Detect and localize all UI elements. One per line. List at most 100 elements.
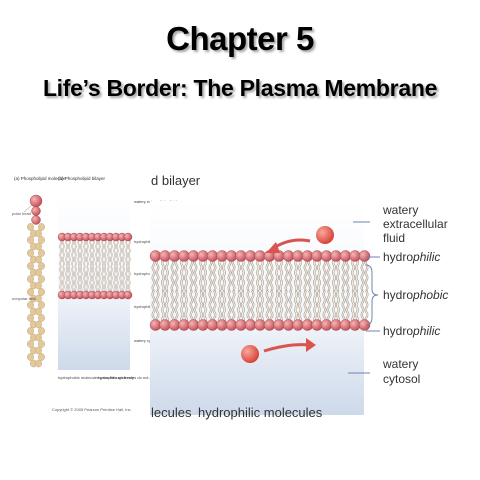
small-lipid-tail-highlight: [77, 266, 80, 293]
small-lipid-tail-highlight: [68, 266, 71, 293]
single-lipid-tail-segment: [27, 327, 34, 335]
large-lipid-tail-highlight: [228, 258, 231, 291]
large-lipid-tail-highlight: [165, 258, 169, 291]
small-lipid-tail-highlight: [74, 266, 77, 293]
single-lipid-tail-segment: [38, 327, 45, 335]
label-hydrophilic-top-prefix: hydro: [383, 250, 413, 264]
large-lipid-tail-highlight: [203, 258, 207, 291]
large-lipid-tail-highlight: [184, 258, 188, 291]
large-lipid-tail-highlight: [152, 290, 155, 323]
polar-head-label: polar head: [12, 211, 31, 216]
large-lipid-tail-highlight: [184, 290, 188, 323]
bottom-left-label: lecules: [151, 405, 192, 420]
small-lipid-tail-highlight: [62, 266, 65, 293]
small-lipid-tail-highlight: [80, 266, 83, 293]
single-lipid-tail-segment: [35, 359, 42, 368]
large-lipid-tail-highlight: [175, 258, 178, 291]
large-lipid-tail-highlight: [194, 258, 197, 291]
large-lipid-tail-highlight: [361, 258, 364, 291]
large-lipid-tail-highlight: [237, 258, 241, 291]
large-lipid-tail-highlight: [175, 290, 178, 323]
panel-b-label: (b) Phospholipid bilayer: [58, 176, 106, 181]
large-lipid-tail-highlight: [194, 290, 197, 323]
large-lipid-tail-highlight: [165, 290, 169, 323]
single-lipid-tail-segment: [35, 307, 42, 316]
large-lipid-tail-highlight: [327, 290, 330, 323]
single-lipid-tail-segment: [35, 255, 42, 264]
label-hydrophilic-bottom: hydrophilic: [383, 324, 440, 338]
large-lipid-tail-highlight: [313, 258, 317, 291]
small-lipid-tail-highlight: [119, 239, 122, 266]
large-lipid-tail-highlight: [171, 258, 174, 291]
large-lipid-tail-highlight: [317, 290, 321, 323]
large-lipid-tail-highlight: [355, 290, 359, 323]
single-lipid-tail-segment: [27, 262, 34, 270]
small-lipid-tail-highlight: [107, 266, 110, 293]
single-lipid-tail-segment: [38, 262, 45, 270]
single-lipid-tail-segment: [38, 314, 45, 322]
single-lipid-tail-segment: [27, 236, 34, 244]
small-lipid-tail-highlight: [92, 266, 95, 293]
single-lipid-tail-segment: [38, 223, 45, 231]
large-lipid-tail-highlight: [247, 290, 250, 323]
small-lipid-tail-highlight: [119, 266, 122, 293]
large-lipid-tail-highlight: [336, 290, 340, 323]
large-lipid-tail-highlight: [332, 258, 336, 291]
large-lipid-tail-highlight: [266, 290, 269, 323]
large-lipid-tail-highlight: [247, 258, 250, 291]
small-lipid-tail-highlight: [71, 239, 74, 266]
small-lipid-tail-highlight: [101, 266, 104, 293]
membrane-figure: (a) Phospholipid molecule (b) Phospholip…: [10, 165, 448, 420]
single-lipid-head: [31, 215, 41, 225]
single-lipid-tail-segment: [35, 268, 42, 277]
large-lipid-tail-highlight: [156, 258, 159, 291]
label-hydrophilic-top: hydrophilic: [383, 250, 440, 264]
small-hydrophilic-bottom-label: hydrophilic: [134, 304, 153, 309]
large-lipid-tail-highlight: [351, 258, 355, 291]
single-lipid-tail-segment: [35, 333, 42, 342]
single-lipid-tail-segment: [38, 249, 45, 257]
small-watery-cytosol-label: watery cytosol: [134, 338, 159, 343]
small-lipid-tail-highlight: [104, 266, 107, 293]
small-lipid-tail-highlight: [110, 239, 113, 266]
small-hydrophobic-molecules-label: hydrophobic molecules pass through freel…: [58, 375, 134, 380]
small-lipid-tail-highlight: [86, 266, 89, 293]
small-lipid-tail-highlight: [65, 239, 68, 266]
large-lipid-tail-highlight: [308, 290, 311, 323]
small-lipid-tail-highlight: [98, 266, 101, 293]
large-lipid-tail-highlight: [294, 290, 298, 323]
large-lipid-tail-highlight: [161, 290, 165, 323]
arrow-top-head: [266, 242, 280, 253]
large-lipid-tail-highlight: [218, 290, 222, 323]
large-lipid-tail-highlight: [346, 290, 349, 323]
large-lipid-tail-highlight: [289, 290, 292, 323]
single-lipid-tail-segment: [35, 294, 42, 303]
small-lipid-head: [123, 290, 133, 300]
large-lipid-tail-highlight: [308, 258, 311, 291]
large-lipid-tail-highlight: [232, 290, 235, 323]
bracket-hydrophobic: [365, 264, 379, 326]
small-lipid-tail-highlight: [101, 239, 104, 266]
small-lipid-tail-highlight: [122, 239, 125, 266]
small-lipid-tail-highlight: [110, 266, 113, 293]
large-lipid-tail-highlight: [241, 258, 245, 291]
large-lipid-tail-highlight: [332, 290, 336, 323]
single-lipid-tail-segment: [38, 236, 45, 244]
large-lipid-tail-highlight: [279, 290, 283, 323]
large-lipid-tail-highlight: [260, 258, 264, 291]
large-lipid-tail-highlight: [351, 290, 355, 323]
large-lipid-tail-highlight: [260, 290, 264, 323]
single-lipid-tail-segment: [38, 353, 45, 361]
large-lipid-tail-highlight: [270, 258, 273, 291]
large-lipid-tail-highlight: [285, 290, 288, 323]
single-lipid-tail-segment: [35, 320, 42, 329]
single-lipid-tail-segment: [27, 223, 34, 231]
large-lipid-tail-highlight: [285, 258, 288, 291]
large-lipid-tail-highlight: [199, 290, 203, 323]
large-lipid-tail-highlight: [213, 290, 216, 323]
large-lipid-tail-highlight: [190, 290, 193, 323]
small-lipid-tail-highlight: [89, 266, 92, 293]
single-lipid-tail-segment: [27, 249, 34, 257]
panel-heading: d bilayer: [151, 173, 201, 188]
single-lipid-tail-segment: [38, 340, 45, 348]
